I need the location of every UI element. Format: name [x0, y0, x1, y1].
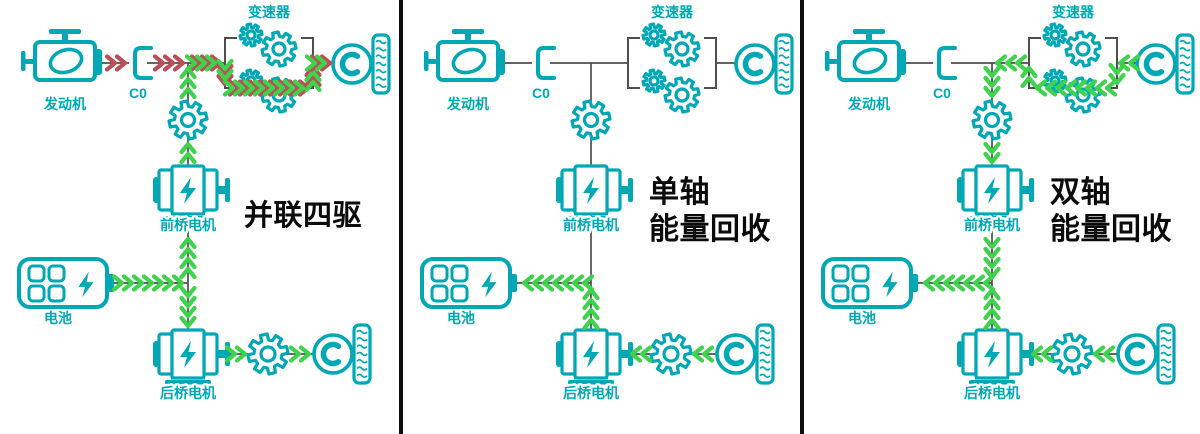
front-motor-icon — [556, 164, 633, 221]
engine-icon — [825, 29, 906, 82]
engine-icon — [21, 29, 102, 82]
engine-label: 发动机 — [43, 96, 86, 112]
battery-icon — [821, 257, 918, 309]
front-wheel-icon — [1135, 33, 1195, 95]
rear-wheel-icon — [1116, 323, 1176, 385]
panel-title: 双轴 能量回收 — [1050, 174, 1172, 248]
energy-flow-arrows — [521, 274, 715, 363]
battery-icon — [17, 257, 114, 309]
gearbox-small-gear-icon — [641, 22, 667, 48]
gearbox-small-gear-icon — [1042, 22, 1068, 48]
gearbox-label: 变速器 — [248, 4, 291, 20]
lightning-icon — [984, 341, 1000, 368]
engine-icon — [424, 29, 505, 82]
front-reduction-gear-icon — [570, 99, 612, 141]
energy-flow-arrows — [922, 54, 1141, 363]
rear-reduction-gear-icon — [649, 332, 693, 376]
clutch-icon — [536, 46, 556, 80]
gearbox-icon — [1028, 22, 1118, 114]
panel-dual-axle-energy-recovery: 发动机 C0 变速器前桥电机电池后桥电机 双轴 能量回收 — [804, 0, 1200, 434]
lightning-icon — [984, 177, 1000, 204]
battery-icon — [420, 257, 517, 309]
panel-title-line: 能量回收 — [1050, 213, 1172, 246]
front-motor-icon — [153, 164, 230, 221]
rear-reduction-gear-icon — [1050, 332, 1094, 376]
gearbox-label: 变速器 — [1052, 4, 1095, 20]
gearbox-large-gear-icon — [260, 30, 298, 68]
gearbox-large-gear-icon — [1064, 30, 1102, 68]
gearbox-icon — [627, 22, 717, 114]
front-motor-label: 前桥电机 — [563, 217, 619, 233]
rear-reduction-gear-icon — [246, 332, 290, 376]
lightning-icon — [583, 341, 599, 368]
rear-motor-icon — [153, 328, 230, 385]
front-motor-label: 前桥电机 — [160, 217, 216, 233]
gearbox-small-gear-icon — [238, 22, 264, 48]
lightning-icon — [180, 177, 196, 204]
clutch-icon — [133, 46, 153, 80]
engine-label: 发动机 — [847, 96, 890, 112]
clutch-label: C0 — [933, 85, 951, 101]
lightning-icon — [180, 341, 196, 368]
battery-label: 电池 — [447, 310, 475, 326]
engine-label: 发动机 — [446, 96, 489, 112]
gearbox-small-gear-icon — [641, 68, 667, 94]
gearbox-icon — [224, 22, 314, 114]
rear-motor-icon — [556, 328, 633, 385]
front-reduction-gear-icon — [167, 99, 209, 141]
panel-title: 并联四驱 — [244, 199, 362, 233]
gearbox-large-gear-icon — [663, 30, 701, 68]
panel-separator — [399, 0, 403, 434]
rear-motor-label: 后桥电机 — [563, 385, 619, 401]
front-wheel-icon — [331, 33, 391, 95]
panel-title-line: 并联四驱 — [244, 200, 363, 232]
panel-single-axle-energy-recovery: 发动机 C0 变速器前桥电机电池后桥电机 单轴 能量回收 — [403, 0, 800, 434]
front-reduction-gear-icon — [971, 99, 1013, 141]
lightning-icon — [78, 271, 94, 298]
lightning-icon — [882, 271, 898, 298]
rear-wheel-icon — [312, 323, 372, 385]
battery-label: 电池 — [848, 310, 876, 326]
rear-wheel-icon — [715, 323, 775, 385]
panel-separator — [800, 0, 804, 434]
front-motor-label: 前桥电机 — [964, 217, 1020, 233]
rear-motor-icon — [957, 328, 1034, 385]
panel-title-line: 双轴 — [1050, 176, 1111, 209]
front-wheel-icon — [734, 33, 794, 95]
panel-title: 单轴 能量回收 — [649, 174, 771, 248]
clutch-label: C0 — [532, 85, 550, 101]
rear-motor-label: 后桥电机 — [160, 385, 216, 401]
gearbox-label: 变速器 — [651, 4, 694, 20]
energy-flow-arrows — [104, 54, 333, 363]
panel-title-line: 单轴 — [649, 176, 710, 209]
lightning-icon — [583, 177, 599, 204]
front-motor-icon — [957, 164, 1034, 221]
gearbox-large-gear-icon — [663, 76, 701, 114]
rear-motor-label: 后桥电机 — [964, 385, 1020, 401]
battery-label: 电池 — [44, 310, 72, 326]
panel-parallel-4wd: 发动机 C0 变速器前桥电机电池后桥电机 并联四驱 — [0, 0, 399, 434]
clutch-label: C0 — [129, 85, 147, 101]
clutch-icon — [937, 46, 957, 80]
panel-title-line: 能量回收 — [649, 213, 771, 246]
lightning-icon — [481, 271, 497, 298]
